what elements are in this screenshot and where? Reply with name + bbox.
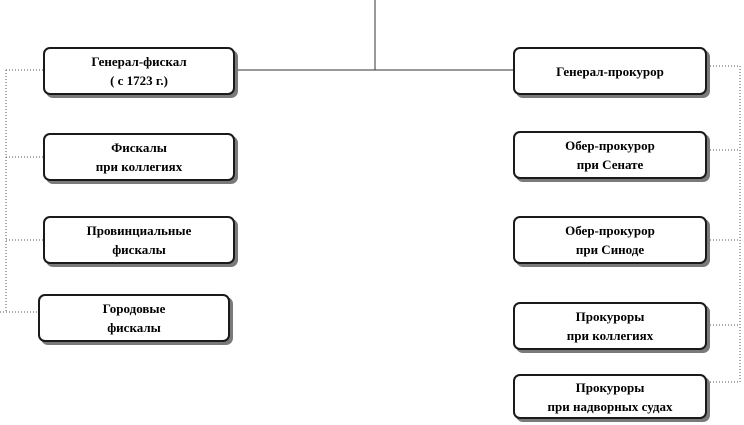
node-text: фискалы: [107, 320, 161, 335]
node-chief-prosecutor-senate: Обер-прокурор при Сенате: [513, 131, 707, 179]
node-general-prosecutor: Генерал-прокурор: [513, 47, 707, 95]
node-text: при надворных судах: [547, 398, 673, 414]
node-text: при Сенате: [576, 157, 644, 172]
right-bracket: [707, 65, 741, 383]
node-text: фискалы: [112, 242, 166, 257]
node-prosecutors-collegia: Прокуроры при коллегиях: [513, 302, 707, 350]
node-text: Обер-прокурор: [565, 138, 655, 153]
node-text: при коллегиях: [566, 328, 654, 343]
node-text: при Синоде: [575, 242, 645, 257]
left-bracket: [0, 69, 43, 313]
node-text: Генерал-фискал: [91, 54, 187, 69]
node-text: при коллегиях: [95, 159, 183, 174]
node-text: Генерал-прокурор: [556, 63, 664, 79]
node-text: Городовые: [102, 301, 166, 316]
node-chief-prosecutor-synod: Обер-прокурор при Синоде: [513, 216, 707, 264]
node-fiscals-collegia: Фискалы при коллегиях: [43, 133, 235, 181]
node-text: Прокуроры: [575, 379, 645, 395]
node-text: Провинциальные: [86, 223, 192, 238]
node-text: Фискалы: [111, 140, 167, 155]
node-prosecutors-courts: Прокуроры при надворных судах: [513, 374, 707, 419]
node-city-fiscals: Городовые фискалы: [38, 294, 230, 342]
node-provincial-fiscals: Провинциальные фискалы: [43, 216, 235, 264]
node-text: Обер-прокурор: [565, 223, 655, 238]
node-text: Прокуроры: [575, 309, 645, 324]
node-text: ( с 1723 г.): [110, 73, 168, 88]
node-general-fiscal: Генерал-фискал ( с 1723 г.): [43, 47, 235, 95]
